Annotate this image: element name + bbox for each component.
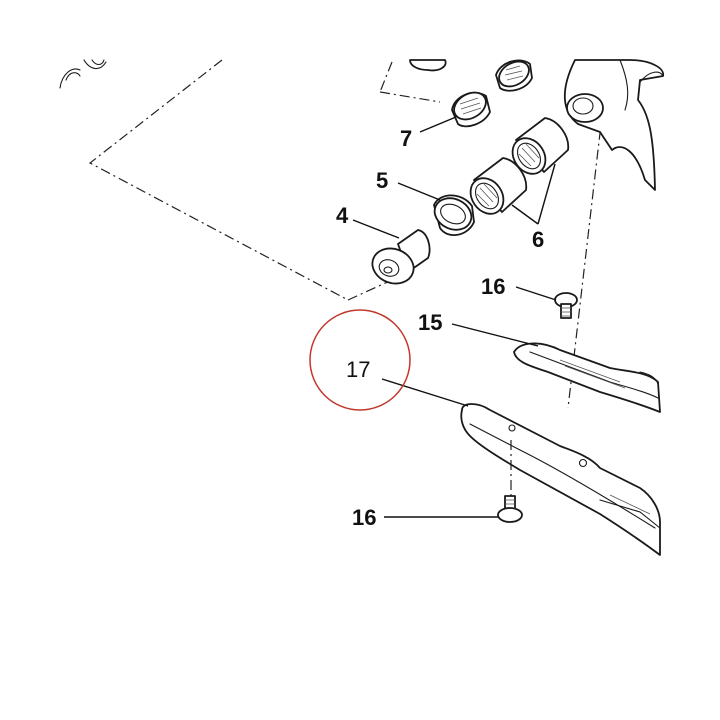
label-part-7: 7: [400, 126, 412, 151]
flanged-bushing-part-4: [371, 229, 431, 285]
label-part-15: 15: [418, 310, 442, 335]
frame-bracket: [563, 59, 664, 191]
label-part-5: 5: [376, 168, 388, 193]
plug-part-7: [451, 91, 491, 128]
bolt-part-16-bottom: [497, 495, 523, 523]
label-part-17: 17: [346, 357, 370, 382]
bushing-part-6-upper: [511, 117, 570, 175]
blade-part-15: [513, 342, 661, 413]
highlight-circle: [309, 309, 411, 411]
label-part-6: 6: [532, 227, 544, 252]
ring-part-5: [433, 194, 475, 236]
label-part-4: 4: [336, 203, 349, 228]
label-part-16-bottom: 16: [352, 505, 376, 530]
label-part-16-top: 16: [481, 274, 505, 299]
bushing-top-partial: [409, 59, 447, 72]
bushing-part-6-lower: [469, 157, 528, 215]
partial-component-top-left: [59, 59, 107, 89]
leader-lines: [352, 116, 557, 518]
blade-part-17: [460, 403, 661, 556]
bolt-part-16-top: [554, 292, 578, 319]
plug-part-7-upper: [495, 59, 533, 92]
